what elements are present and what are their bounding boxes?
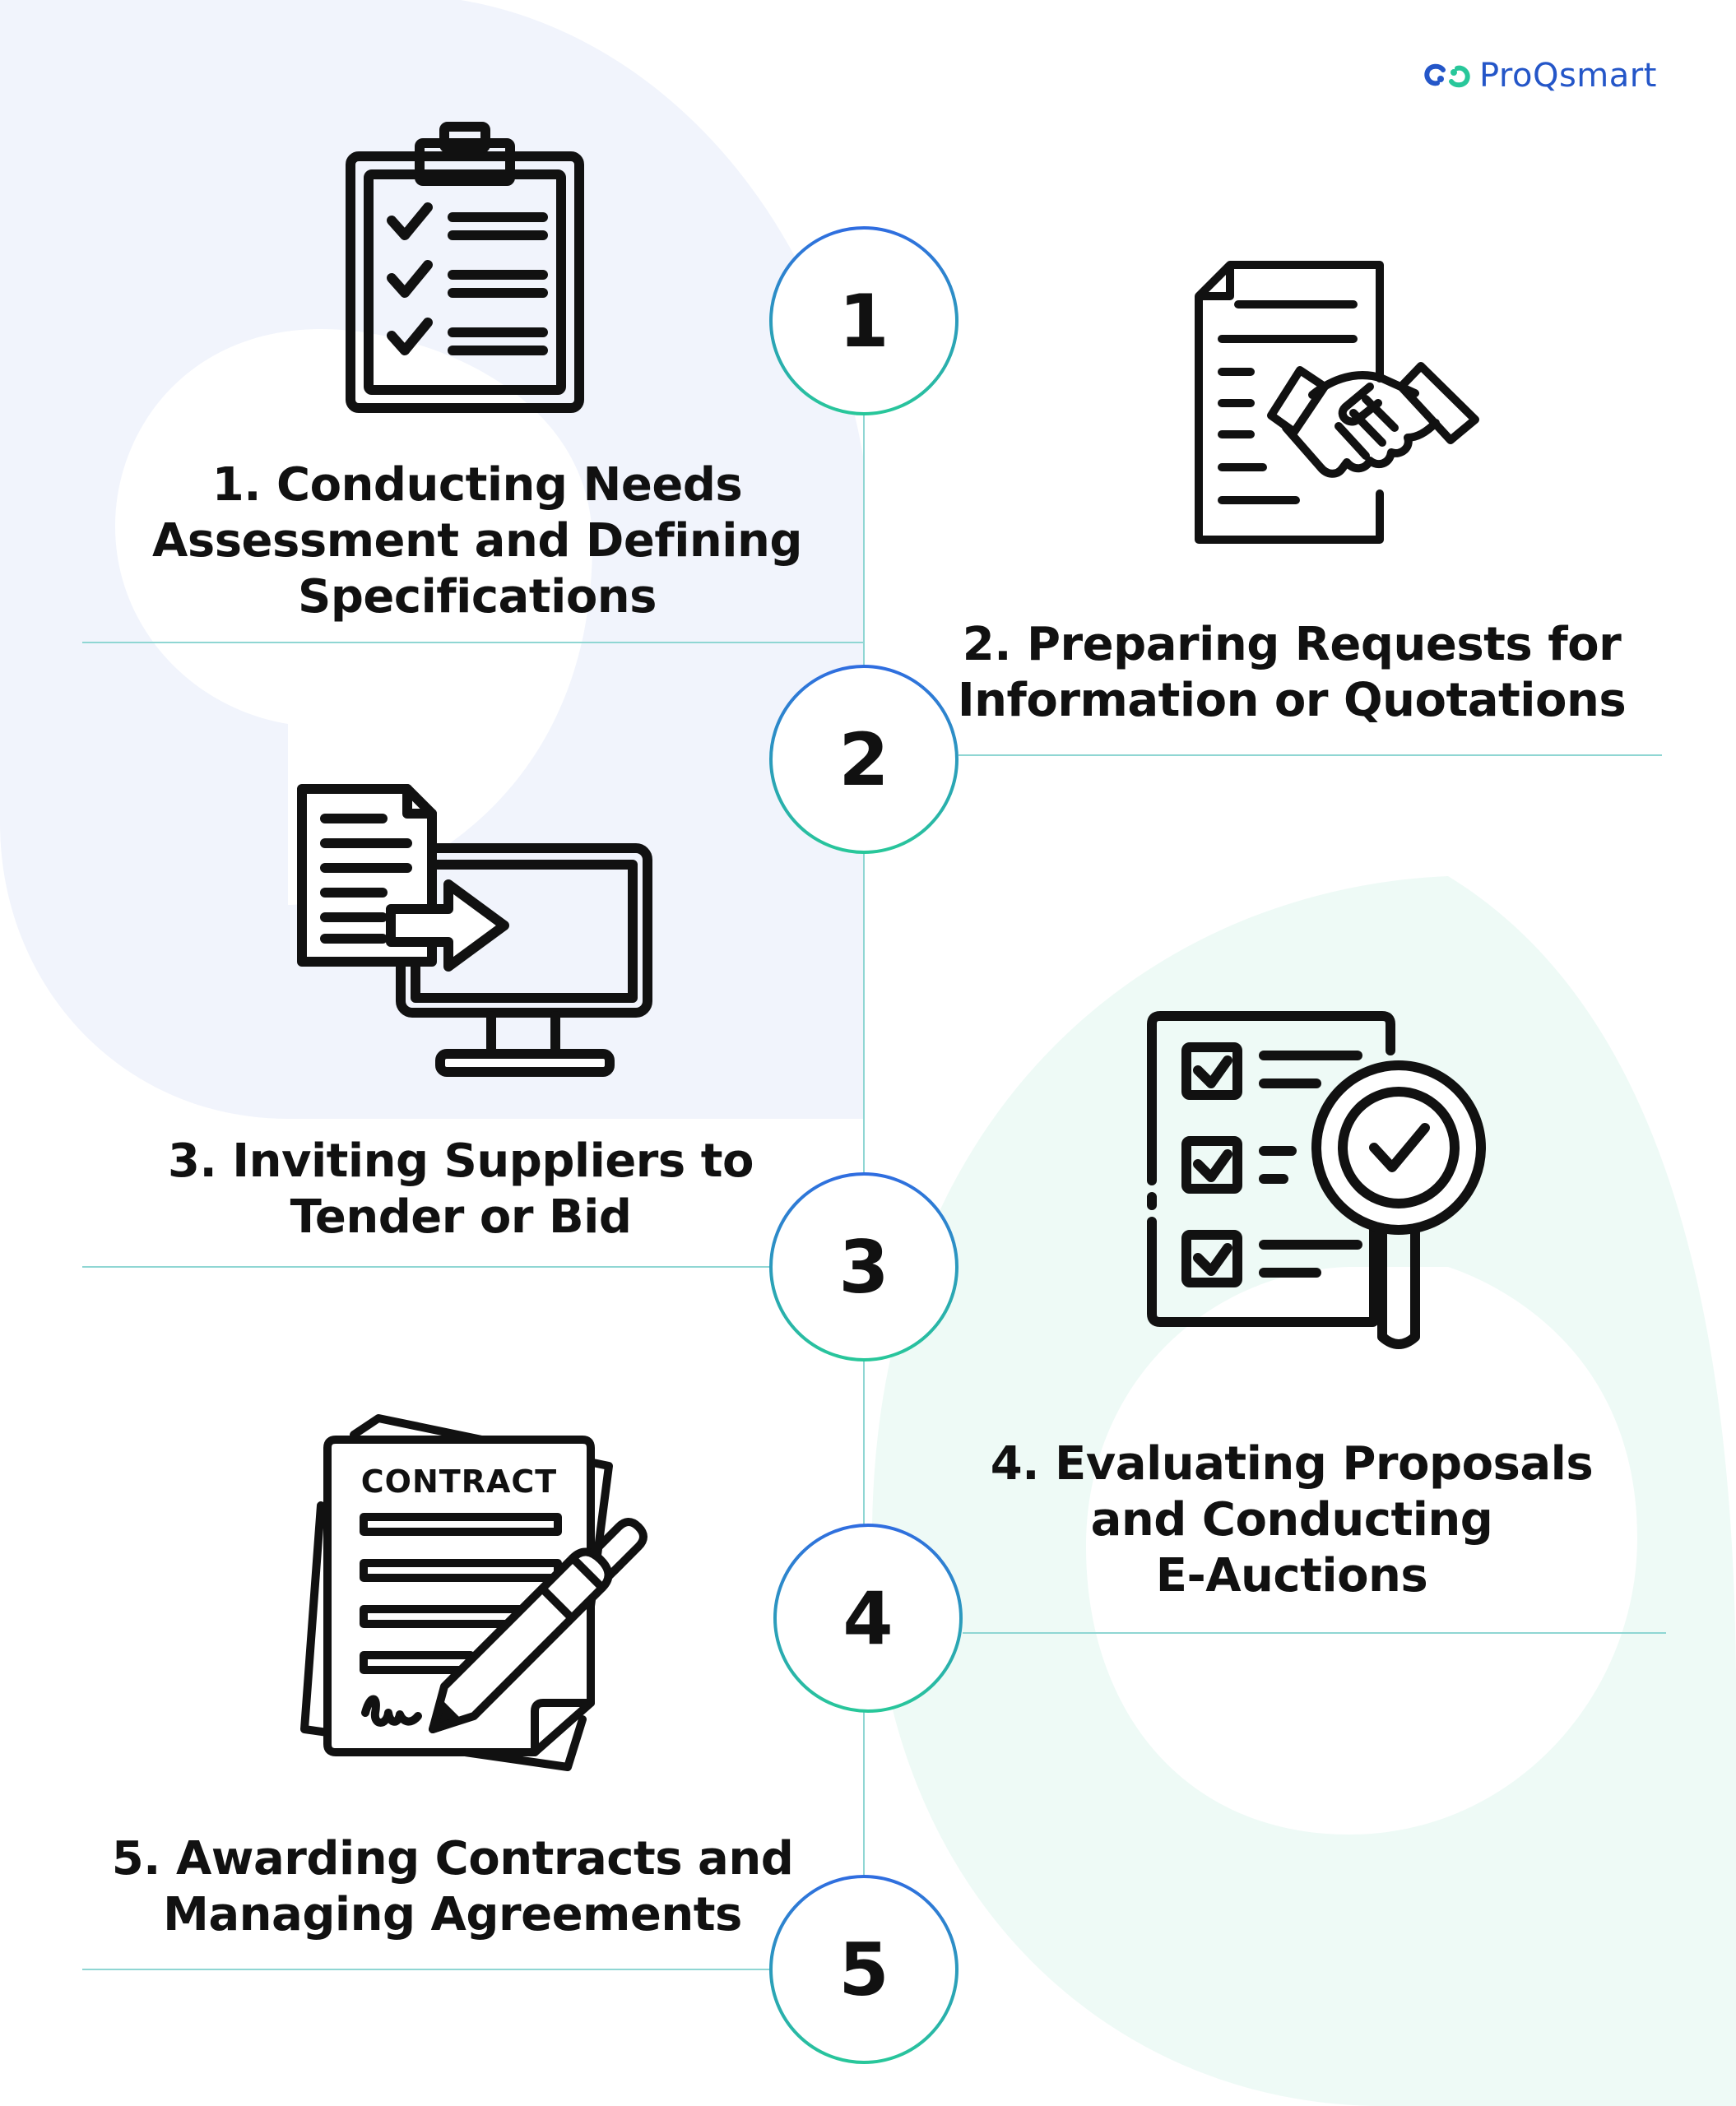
step-number-1: 1 [838, 278, 889, 364]
step-circle-5 [769, 1875, 959, 2064]
document-to-monitor-icon [297, 784, 652, 1077]
step-title-2: 2. Preparing Requests for Information or… [957, 618, 1627, 727]
bg-shape-green [872, 876, 1736, 2106]
step-number-5: 5 [838, 1927, 889, 2012]
step-number-3: 3 [838, 1224, 889, 1310]
contract-pen-icon: CONTRACT [300, 1414, 648, 1771]
brand-logo: ProQsmart [1423, 51, 1657, 100]
step-circle-1 [769, 226, 959, 415]
step-title-3: 3. Inviting Suppliers to Tender or Bid [168, 1134, 754, 1244]
step-title-1: 1. Conducting Needs Assessment and Defin… [152, 458, 802, 624]
checklist-magnifier-icon [1147, 1011, 1486, 1349]
bg-shape-blue [0, 0, 864, 1119]
step-title-4: 4. Evaluating Proposals and Conducting E… [990, 1437, 1594, 1603]
brand-name: ProQsmart [1479, 57, 1657, 95]
document-handshake-icon [1195, 261, 1479, 544]
link-logo-icon [1424, 63, 1470, 88]
step-circle-2 [769, 665, 959, 854]
step-circle-4 [773, 1524, 963, 1713]
step-circle-3 [769, 1172, 959, 1361]
step-number-2: 2 [838, 717, 889, 802]
contract-label: CONTRACT [361, 1464, 557, 1500]
step-title-5: 5. Awarding Contracts and Managing Agree… [111, 1832, 794, 1941]
step-number-4: 4 [842, 1575, 894, 1661]
clipboard-checklist-icon [346, 122, 584, 413]
